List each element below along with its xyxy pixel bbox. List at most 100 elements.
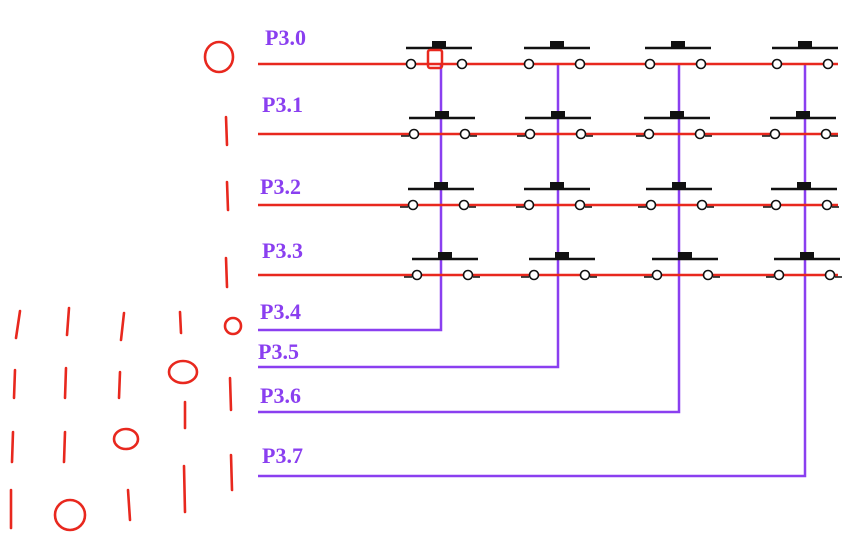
annotation-circle (223, 316, 243, 336)
contact-left (523, 199, 535, 211)
annotation-dash (65, 306, 71, 337)
annotation-circle-large (203, 40, 235, 74)
contact-left (769, 128, 781, 140)
contact-right (695, 58, 707, 70)
contact-left (528, 269, 540, 281)
annotation-dash (126, 488, 132, 522)
contact-left (523, 58, 535, 70)
switch-r1-c1 (517, 111, 593, 140)
pin-labels: P3.0P3.1P3.2P3.3P3.4P3.5P3.6P3.7 (258, 25, 306, 468)
column-label-p3-7: P3.7 (262, 443, 303, 468)
contact-right (574, 199, 586, 211)
column-label-p3-6: P3.6 (260, 383, 301, 408)
contact-right (462, 269, 474, 281)
contact-right (821, 199, 833, 211)
switch-r1-c0 (401, 111, 477, 140)
contact-right (574, 58, 586, 70)
contact-right (694, 128, 706, 140)
switch-r3-c3 (766, 252, 842, 281)
annotation-dash (12, 368, 17, 400)
switch-r3-c2 (644, 252, 720, 281)
column-line-p3-5 (258, 64, 560, 369)
contact-right (579, 269, 591, 281)
switch-cap (435, 111, 449, 118)
contact-left (770, 199, 782, 211)
contact-right (459, 128, 471, 140)
switch-r1-c2 (636, 111, 712, 140)
annotation-dash (225, 180, 230, 212)
switch-cap (550, 41, 564, 48)
switch-cap (796, 111, 810, 118)
contact-right (822, 58, 834, 70)
annotation-dash (14, 309, 22, 340)
contact-left (645, 199, 657, 211)
switch-r2-c0 (400, 182, 476, 211)
annotation-circle (167, 359, 199, 385)
contact-right (820, 128, 832, 140)
row-lines (258, 62, 838, 277)
switch-cap (671, 41, 685, 48)
switch-cap (800, 252, 814, 259)
contact-left (773, 269, 785, 281)
row-label-p3-2: P3.2 (260, 174, 301, 199)
column-lines (258, 64, 807, 478)
row-label-p3-3: P3.3 (262, 238, 303, 263)
contact-right (696, 199, 708, 211)
switch-cap (551, 111, 565, 118)
contact-left (411, 269, 423, 281)
annotation-dash (62, 430, 67, 464)
switch-cap (670, 111, 684, 118)
switch-cap (797, 182, 811, 189)
annotation-circle (112, 427, 140, 451)
annotation-dash (178, 310, 183, 335)
column-line-p3-7 (258, 64, 807, 478)
switch-cap (798, 41, 812, 48)
switch-r2-c1 (516, 182, 592, 211)
push-button-switches (400, 41, 842, 281)
switch-r0-c0 (405, 41, 472, 70)
switch-r1-c3 (762, 111, 838, 140)
contact-left (407, 199, 419, 211)
switch-r0-c3 (771, 41, 838, 70)
hand-drawn-annotations (9, 40, 243, 532)
annotation-circle (53, 498, 87, 532)
switch-cap (438, 252, 452, 259)
annotation-dash (224, 256, 229, 289)
contact-right (702, 269, 714, 281)
contact-right (456, 58, 468, 70)
switch-r0-c1 (523, 41, 590, 70)
row-label-p3-1: P3.1 (262, 92, 303, 117)
switch-cap (672, 182, 686, 189)
contact-right (575, 128, 587, 140)
annotation-dash (63, 366, 68, 400)
switch-cap (550, 182, 564, 189)
switch-r3-c1 (521, 252, 597, 281)
annotation-dash (117, 370, 122, 400)
contact-left (651, 269, 663, 281)
column-label-p3-4: P3.4 (260, 299, 301, 324)
annotation-dash (10, 430, 15, 464)
contact-left (771, 58, 783, 70)
annotation-dash (228, 376, 233, 412)
highlight-marker (426, 48, 444, 70)
switch-cap (434, 182, 448, 189)
annotation-dash (229, 453, 234, 492)
switch-r2-c2 (638, 182, 714, 211)
contact-right (458, 199, 470, 211)
contact-left (408, 128, 420, 140)
contact-left (643, 128, 655, 140)
switch-r2-c3 (763, 182, 839, 211)
switch-r0-c2 (644, 41, 711, 70)
contact-right (824, 269, 836, 281)
column-label-p3-5: P3.5 (258, 339, 299, 364)
contact-left (524, 128, 536, 140)
column-line-p3-4 (258, 64, 443, 332)
switch-cap (678, 252, 692, 259)
annotation-dash (182, 464, 187, 514)
annotation-dash (119, 311, 126, 342)
switch-r3-c0 (404, 252, 480, 281)
contact-left (644, 58, 656, 70)
switch-cap (432, 41, 446, 48)
